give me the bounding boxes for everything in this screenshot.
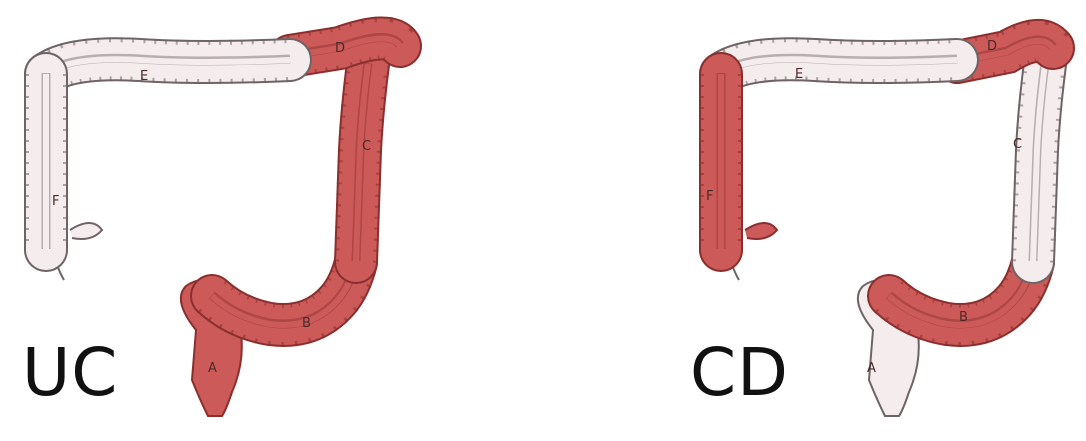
segment-label-b: B — [959, 310, 968, 325]
segment-label-f: F — [706, 189, 713, 204]
terminal-ileum-stub — [745, 223, 777, 239]
colon-segment-e — [46, 58, 290, 74]
segment-label-c: C — [1013, 137, 1022, 152]
colon-segment-b — [212, 261, 356, 325]
diagram-label-cd: CD — [690, 340, 789, 406]
segment-label-f: F — [52, 194, 59, 209]
segment-label-d: D — [987, 39, 997, 54]
colon-diagram-uc: A B C D E F UC — [0, 0, 543, 441]
diagram-label-uc: UC — [22, 340, 118, 406]
terminal-ileum-stub — [70, 223, 102, 239]
segment-label-e: E — [140, 69, 148, 84]
segment-label-c: C — [362, 139, 371, 154]
colon-segment-e — [721, 58, 957, 74]
segment-label-e: E — [795, 67, 803, 82]
colon-segment-c — [356, 63, 368, 262]
segment-label-d: D — [335, 41, 345, 56]
segment-label-a: A — [208, 361, 217, 376]
segment-label-b: B — [302, 316, 311, 331]
segment-label-a: A — [867, 361, 876, 376]
colon-segment-c — [1033, 63, 1045, 262]
